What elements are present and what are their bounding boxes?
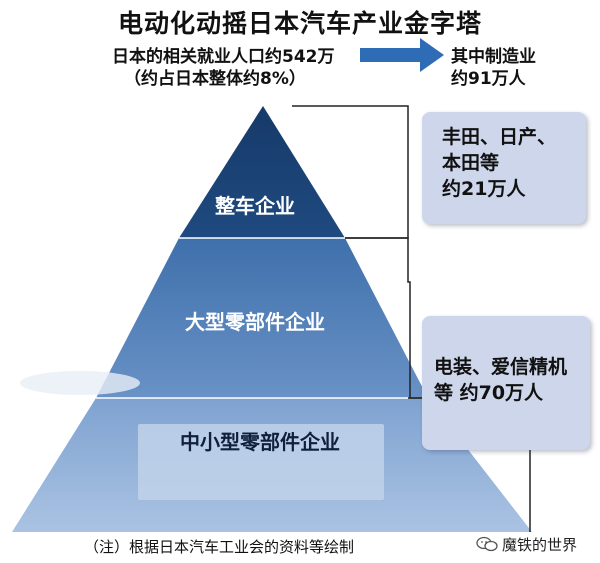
- arrow-icon: [360, 38, 444, 72]
- pyramid-tier-middle: [96, 238, 428, 398]
- manufacturing-label: 其中制造业: [451, 47, 536, 67]
- diagram-title: 电动化动摇日本汽车产业金字塔: [117, 9, 482, 38]
- watermark-text: 魔铁的世界: [502, 536, 578, 554]
- source-note: （注）根据日本汽车工业会的资料等绘制: [84, 538, 355, 556]
- tier-label-large-suppliers: 大型零部件企业: [185, 310, 325, 334]
- bottom-tier-label-box: [138, 424, 384, 500]
- callout-line: 本田等: [442, 152, 500, 174]
- callout-automakers: 丰田、日产、 本田等 约21万人: [422, 112, 586, 224]
- watermark: 魔铁的世界: [476, 534, 577, 555]
- employment-share: （约占日本整体约8%）: [124, 69, 306, 89]
- callout-line: 等 约70万人: [434, 382, 544, 404]
- employment-total: 日本的相关就业人口约542万: [112, 47, 335, 67]
- callout-line: 约21万人: [442, 178, 526, 200]
- callout-line: 电装、爱信精机: [434, 356, 568, 378]
- pyramid-tier-top: [179, 106, 345, 238]
- wechat-icon: [476, 536, 498, 552]
- manufacturing-count: 约91万人: [451, 69, 526, 89]
- callout-large-suppliers: 电装、爱信精机 等 约70万人: [422, 316, 590, 450]
- callout-line: 丰田、日产、: [442, 126, 557, 148]
- tier-label-automakers: 整车企业: [215, 194, 295, 218]
- tier-label-small-suppliers: 中小型零部件企业: [180, 430, 340, 454]
